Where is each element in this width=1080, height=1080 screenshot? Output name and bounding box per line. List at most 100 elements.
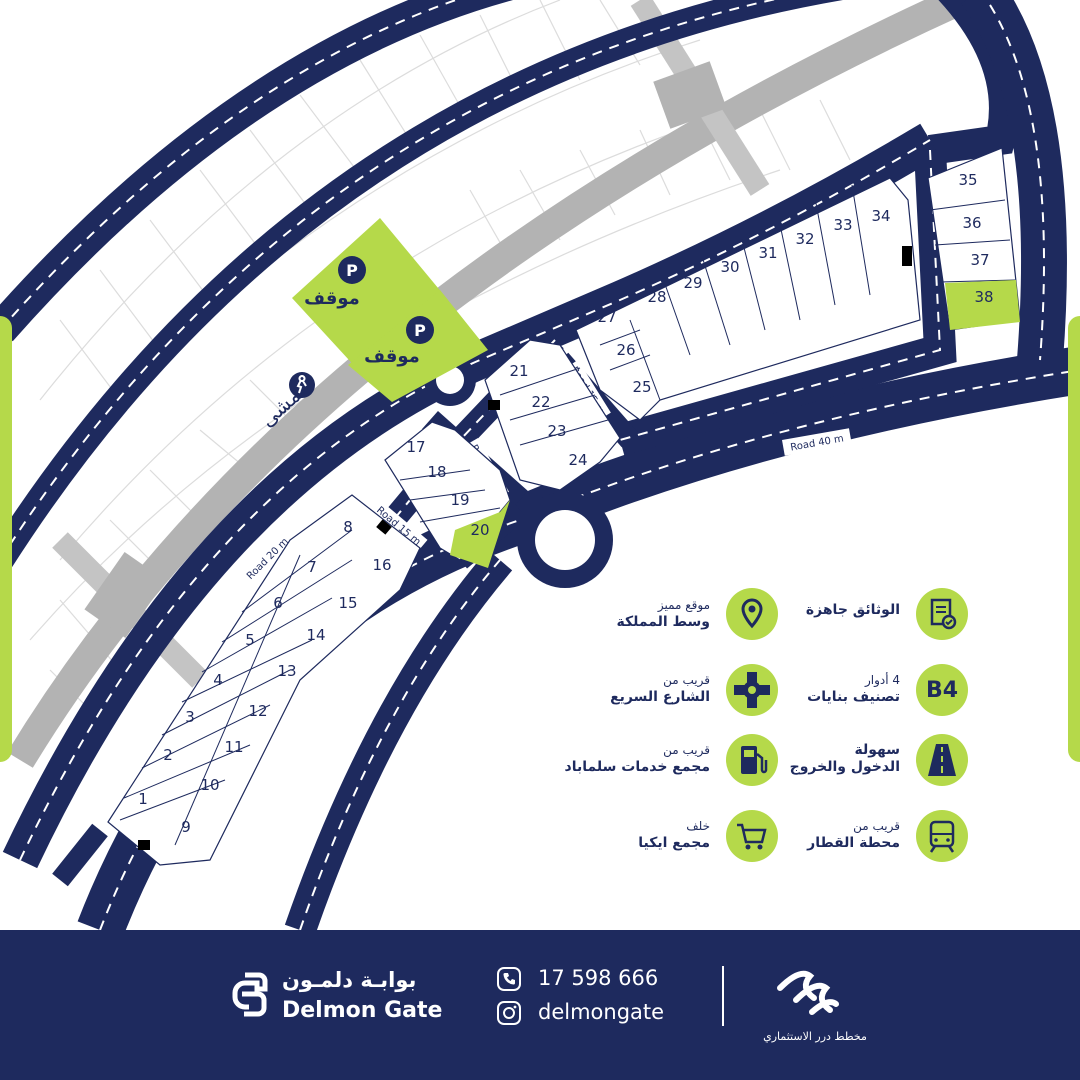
instagram-icon bbox=[497, 1001, 521, 1025]
parking-icon-1 bbox=[338, 256, 366, 284]
feature-services: قريب من مجمع خدمات سلماباد bbox=[540, 742, 710, 776]
parking-lot-1 bbox=[292, 218, 448, 372]
fuel-pump-icon bbox=[726, 734, 778, 786]
feature-location: موقع مميز وسط المملكة bbox=[580, 597, 710, 631]
plot-number-7: 7 bbox=[307, 558, 317, 576]
plot-number-15: 15 bbox=[338, 594, 357, 612]
feature-services-title: قريب من bbox=[663, 743, 710, 757]
plot-number-16: 16 bbox=[372, 556, 391, 574]
plot-number-19: 19 bbox=[450, 491, 469, 509]
walkway-junction-1 bbox=[653, 61, 727, 129]
phone-icon bbox=[497, 967, 521, 991]
zoning-badge-icon: B4 bbox=[916, 664, 968, 716]
document-check-icon bbox=[916, 588, 968, 640]
plot-number-26: 26 bbox=[616, 341, 635, 359]
plot-number-1: 1 bbox=[138, 790, 148, 808]
instagram-handle[interactable]: delmongate bbox=[538, 1000, 665, 1024]
plot-number-13: 13 bbox=[277, 662, 296, 680]
plot-number-35: 35 bbox=[958, 171, 977, 189]
plot-number-14: 14 bbox=[306, 626, 325, 644]
developer-logo-icon bbox=[777, 970, 839, 1015]
right-accent-bar bbox=[1068, 316, 1080, 762]
feature-ikea-subtitle: مجمع ايكيا bbox=[638, 835, 710, 851]
pedestrian-figure bbox=[296, 375, 307, 394]
plot-number-3: 3 bbox=[185, 708, 195, 726]
feature-highway-subtitle: الشارع السريع bbox=[610, 689, 710, 705]
plot-number-12: 12 bbox=[248, 702, 267, 720]
entrance-marker-2 bbox=[376, 519, 392, 535]
feature-train: قريب من محطة القطار bbox=[770, 818, 900, 852]
parking-icon-2 bbox=[406, 316, 434, 344]
feature-zoning: 4 أدوار تصنيف بنايات bbox=[770, 672, 900, 706]
roundabout-icon bbox=[726, 664, 778, 716]
walkway-junction-2 bbox=[84, 551, 166, 639]
plot-20-highlight bbox=[450, 500, 510, 568]
plot-number-24: 24 bbox=[568, 451, 587, 469]
pedestrian-icon bbox=[289, 372, 315, 398]
plot-number-27: 27 bbox=[597, 308, 616, 326]
feature-zoning-subtitle: تصنيف بنايات bbox=[807, 689, 900, 705]
brand-name-english: Delmon Gate bbox=[282, 998, 443, 1023]
plot-number-31: 31 bbox=[758, 244, 777, 262]
footer-bar: بوابـة دلمـون Delmon Gate 17 598 666 del… bbox=[0, 930, 1080, 1080]
plot-number-5: 5 bbox=[245, 631, 255, 649]
plot-number-2: 2 bbox=[163, 746, 173, 764]
parking-label-2: موقف bbox=[364, 346, 420, 367]
plot-dividers bbox=[119, 184, 1016, 846]
plot-number-38: 38 bbox=[974, 288, 993, 306]
plot-number-4: 4 bbox=[213, 671, 223, 689]
plot-number-9: 9 bbox=[181, 818, 191, 836]
feature-highway-title: قريب من bbox=[663, 673, 710, 687]
plot-number-8: 8 bbox=[343, 518, 353, 536]
entrance-marker-3 bbox=[488, 400, 500, 410]
brand-name-arabic: بوابـة دلمـون bbox=[282, 968, 417, 992]
plot-number-11: 11 bbox=[224, 738, 243, 756]
feature-access-title: سهولة bbox=[854, 742, 900, 758]
plot-number-10: 10 bbox=[200, 776, 219, 794]
feature-access: سهولة الدخول والخروج bbox=[770, 742, 900, 776]
feature-services-subtitle: مجمع خدمات سلماباد bbox=[564, 759, 710, 775]
entrance-marker-4 bbox=[902, 246, 912, 266]
parking-lot-2 bbox=[348, 290, 488, 402]
plot-number-37: 37 bbox=[970, 251, 989, 269]
phone-number[interactable]: 17 598 666 bbox=[538, 966, 659, 990]
developer-name: مخطط درر الاستثماري bbox=[763, 1030, 867, 1043]
plot-number-20: 20 bbox=[470, 521, 489, 539]
plot-number-32: 32 bbox=[795, 230, 814, 248]
plot-number-22: 22 bbox=[531, 393, 550, 411]
plot-number-23: 23 bbox=[547, 422, 566, 440]
delmon-gate-logo-icon bbox=[232, 972, 268, 1017]
feature-location-subtitle: وسط المملكة bbox=[616, 614, 710, 630]
feature-docs-subtitle: الوثائق جاهزة bbox=[805, 602, 900, 618]
feature-highway: قريب من الشارع السريع bbox=[580, 672, 710, 706]
plot-number-6: 6 bbox=[273, 594, 283, 612]
plot-number-17: 17 bbox=[406, 438, 425, 456]
plot-38-highlight bbox=[945, 280, 1020, 330]
entrance-marker-1 bbox=[138, 840, 150, 850]
plot-number-28: 28 bbox=[647, 288, 666, 306]
plot-number-21: 21 bbox=[509, 362, 528, 380]
left-accent-bar bbox=[0, 316, 12, 762]
plot-number-30: 30 bbox=[720, 258, 739, 276]
plot-number-34: 34 bbox=[871, 207, 890, 225]
plot-number-25: 25 bbox=[632, 378, 651, 396]
svg-text:B4: B4 bbox=[926, 678, 958, 703]
feature-train-title: قريب من bbox=[853, 819, 900, 833]
parking-symbol-2: P bbox=[414, 321, 426, 340]
parking-label-1: موقف bbox=[304, 288, 360, 309]
plot-number-33: 33 bbox=[833, 216, 852, 234]
feature-ikea-title: خلف bbox=[686, 819, 710, 833]
roundabout-large-island bbox=[535, 510, 595, 570]
plot-number-29: 29 bbox=[683, 274, 702, 292]
road-icon bbox=[916, 734, 968, 786]
train-icon bbox=[916, 810, 968, 862]
site-map: P P موقف موقف ممشى Road 40 m Road 20 m R… bbox=[0, 0, 1080, 930]
shopping-cart-icon bbox=[726, 810, 778, 862]
map-pin-icon bbox=[726, 588, 778, 640]
feature-docs: الوثائق جاهزة bbox=[770, 602, 900, 619]
footer-divider bbox=[722, 966, 724, 1026]
plot-numbers: 1234567891011121314151617181920212223242… bbox=[138, 171, 993, 836]
parking-symbol-1: P bbox=[346, 261, 358, 280]
feature-ikea: خلف مجمع ايكيا bbox=[580, 818, 710, 852]
